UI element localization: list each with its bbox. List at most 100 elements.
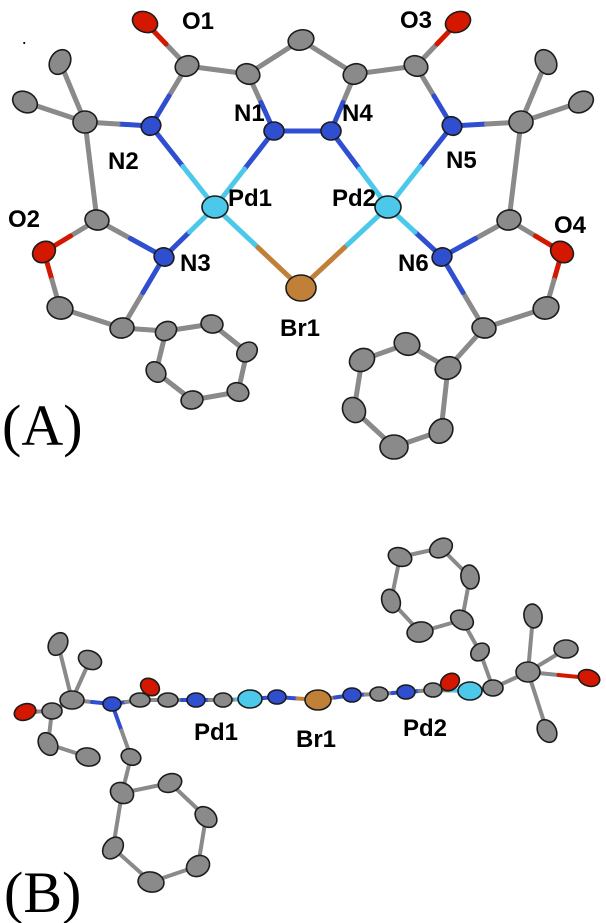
carbon-atom	[406, 621, 434, 643]
carbon-atom	[379, 434, 409, 460]
carbon-atom	[47, 631, 69, 657]
n1-atom	[263, 121, 285, 141]
carbon-atom	[226, 381, 250, 403]
carbon-atom	[287, 28, 315, 52]
atom-label-pd2: Pd2	[332, 185, 376, 212]
panel-a-structure	[11, 10, 595, 460]
atom-label-n2: N2	[108, 148, 139, 175]
carbon-atom	[423, 682, 443, 698]
n4-atom	[320, 121, 342, 141]
atom-label-n1: N1	[234, 100, 265, 127]
carbon-atom	[434, 355, 462, 381]
nitrogen-atom	[102, 696, 122, 712]
oxygen-atom	[439, 672, 461, 692]
n2-atom	[140, 115, 162, 137]
carbon-atom	[471, 317, 497, 339]
carbon-atom	[101, 836, 125, 860]
nitrogen-atom	[267, 689, 287, 705]
atom-label-pd2-side: Pd2	[403, 715, 447, 742]
carbon-atom	[428, 417, 454, 445]
atom-label-pd1: Pd1	[228, 185, 272, 212]
panel-b-structure	[13, 537, 601, 893]
atom-label-n3: N3	[180, 250, 211, 277]
carbon-atom	[157, 772, 183, 794]
carbon-atom	[482, 679, 504, 697]
atom-label-o1: O1	[182, 8, 214, 35]
pd2-atom	[374, 195, 402, 219]
o1-atom	[131, 10, 159, 34]
panel-a-letter: (A)	[2, 393, 83, 458]
n6-atom	[431, 247, 453, 267]
carbon-atom	[185, 854, 211, 878]
carbon-atom	[567, 90, 595, 114]
atom-label-n5: N5	[446, 147, 477, 174]
atom-label-br1: Br1	[280, 315, 320, 342]
o3-atom	[444, 10, 472, 34]
carbon-atom	[449, 609, 475, 631]
panel-b-letter: (B)	[4, 860, 81, 923]
carbon-atom	[515, 661, 541, 683]
o2-atom	[31, 240, 57, 264]
n3-atom	[153, 247, 175, 267]
carbon-atom	[37, 731, 59, 757]
carbon-atom	[59, 690, 85, 710]
carbon-atom	[369, 686, 389, 702]
carbon-atom	[137, 871, 165, 893]
oxygen-atom	[577, 668, 601, 688]
panel-b-labels: Pd1 Br1 Pd2 (B)	[4, 715, 447, 923]
n5-atom	[441, 115, 463, 137]
atom-label-o3: O3	[400, 7, 432, 34]
carbon-atom	[174, 54, 200, 78]
carbon-atom	[235, 341, 259, 363]
carbon-atom	[460, 564, 480, 590]
carbon-atom	[120, 747, 142, 767]
carbon-atom	[84, 209, 110, 231]
carbon-atom	[41, 702, 63, 720]
br1-atom	[304, 689, 332, 711]
nitrogen-atom	[396, 684, 416, 700]
atom-label-n4: N4	[342, 100, 373, 127]
atom-label-n6: N6	[398, 250, 429, 277]
carbon-atom	[157, 692, 179, 708]
carbon-atom	[341, 396, 367, 424]
atom-label-o2: O2	[8, 206, 40, 233]
carbon-atom	[348, 347, 376, 373]
o4-atom	[549, 240, 575, 264]
carbon-atom	[154, 320, 178, 342]
pd1-atom	[201, 195, 229, 219]
carbon-atom	[496, 209, 522, 231]
carbon-atom	[553, 639, 579, 659]
carbon-atom	[403, 54, 429, 78]
carbon-atom	[109, 317, 135, 339]
carbon-atom	[129, 692, 151, 708]
carbon-atom	[469, 642, 491, 662]
carbon-atom	[235, 62, 261, 86]
pd1-atom	[237, 689, 263, 709]
nitrogen-atom	[342, 687, 362, 703]
carbon-atom	[194, 805, 218, 829]
nitrogen-atom	[186, 692, 206, 708]
oxygen-atom	[13, 702, 37, 722]
carbon-atom	[508, 110, 534, 134]
carbon-atom	[523, 603, 543, 629]
carbon-atom	[11, 90, 39, 114]
carbon-atom	[393, 331, 421, 357]
carbon-atom	[180, 390, 204, 410]
carbon-atom	[532, 296, 560, 320]
carbon-atom	[109, 781, 135, 805]
atom-label-br1-side: Br1	[296, 726, 336, 753]
carbon-atom	[387, 546, 413, 568]
carbon-atom	[145, 360, 167, 384]
atom-label-o4: O4	[554, 212, 587, 239]
carbon-atom	[534, 48, 558, 76]
carbon-atom	[75, 747, 101, 767]
carbon-atom	[213, 692, 233, 708]
carbon-atom	[200, 314, 224, 334]
carbon-atom	[77, 649, 103, 671]
pd2-atom	[457, 681, 483, 701]
carbon-atom	[342, 62, 368, 86]
stray-mark: .	[22, 28, 27, 48]
panel-a-labels: . O1 O3 N1 N4 N2 N5 Pd1 Pd2 N3 N6 O2 O4 …	[2, 7, 587, 458]
